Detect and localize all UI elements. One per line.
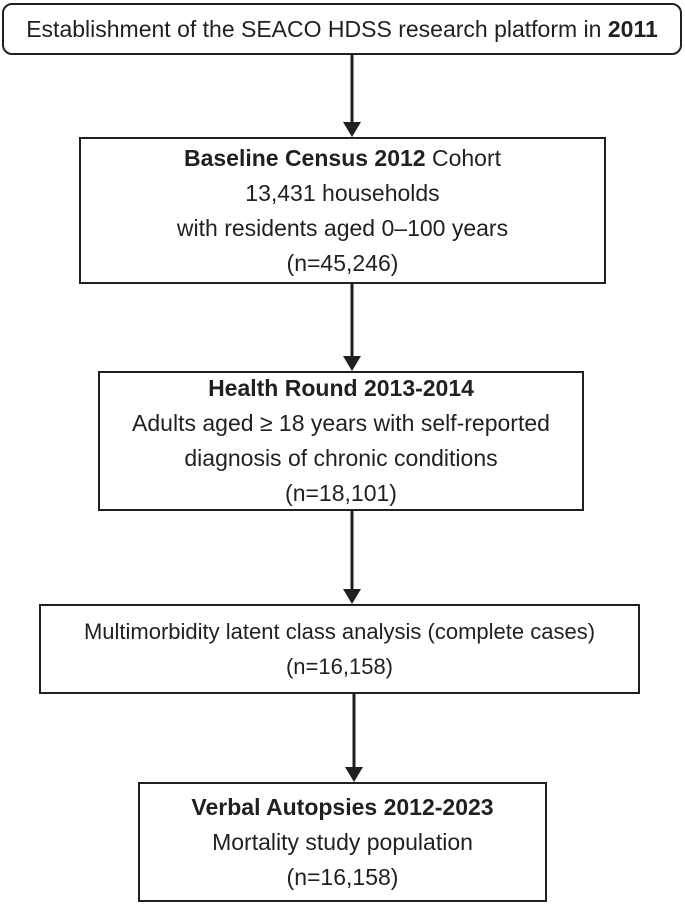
- node-health-round: Health Round 2013-2014 Adults aged ≥ 18 …: [98, 371, 584, 511]
- node-text-line: Mortality study population: [212, 828, 473, 855]
- arrow-head-down-icon: [343, 589, 361, 604]
- node-text-line: (n=16,158): [286, 863, 399, 890]
- node-text-line: Adults aged ≥ 18 years with self-reporte…: [132, 410, 550, 436]
- arrow-stem: [350, 55, 354, 125]
- node-text-line: Multimorbidity latent class analysis (co…: [83, 619, 596, 644]
- health-round-title-bold: Health Round 2013-2014: [208, 375, 474, 401]
- arrow-head-down-icon: [345, 767, 363, 782]
- node-multimorbidity-lca: Multimorbidity latent class analysis (co…: [39, 604, 640, 694]
- arrow-stem: [352, 694, 356, 770]
- node-text-line: (n=45,246): [286, 249, 399, 276]
- platform-text: Establishment of the SEACO HDSS research…: [26, 15, 608, 42]
- node-text-line: 13,431 households: [245, 179, 440, 206]
- node-baseline-census: Baseline Census 2012 Cohort 13,431 house…: [79, 137, 606, 284]
- arrow-stem: [350, 511, 354, 592]
- census-title-regular: Cohort: [425, 144, 502, 171]
- node-text-line: with residents aged 0–100 years: [176, 214, 509, 241]
- node-text-line: (n=16,158): [285, 654, 394, 679]
- arrow-head-down-icon: [343, 122, 361, 137]
- arrow-stem: [350, 284, 354, 359]
- node-text-line: (n=18,101): [285, 480, 397, 506]
- verbal-autopsies-title-bold: Verbal Autopsies 2012-2023: [191, 793, 494, 820]
- census-title-bold: Baseline Census 2012: [183, 144, 426, 171]
- arrow-head-down-icon: [343, 356, 361, 371]
- flow-arrow-2: [343, 284, 361, 371]
- flow-arrow-1: [343, 55, 361, 137]
- node-verbal-autopsies: Verbal Autopsies 2012-2023 Mortality stu…: [138, 782, 547, 902]
- platform-year-bold: 2011: [607, 15, 658, 42]
- node-text-line: Baseline Census 2012 Cohort: [184, 141, 501, 176]
- flow-arrow-4: [345, 694, 363, 782]
- flow-arrow-3: [343, 511, 361, 604]
- node-platform-establishment: Establishment of the SEACO HDSS research…: [2, 3, 682, 55]
- node-text-line: Establishment of the SEACO HDSS research…: [26, 12, 658, 47]
- node-text-line: diagnosis of chronic conditions: [184, 445, 498, 471]
